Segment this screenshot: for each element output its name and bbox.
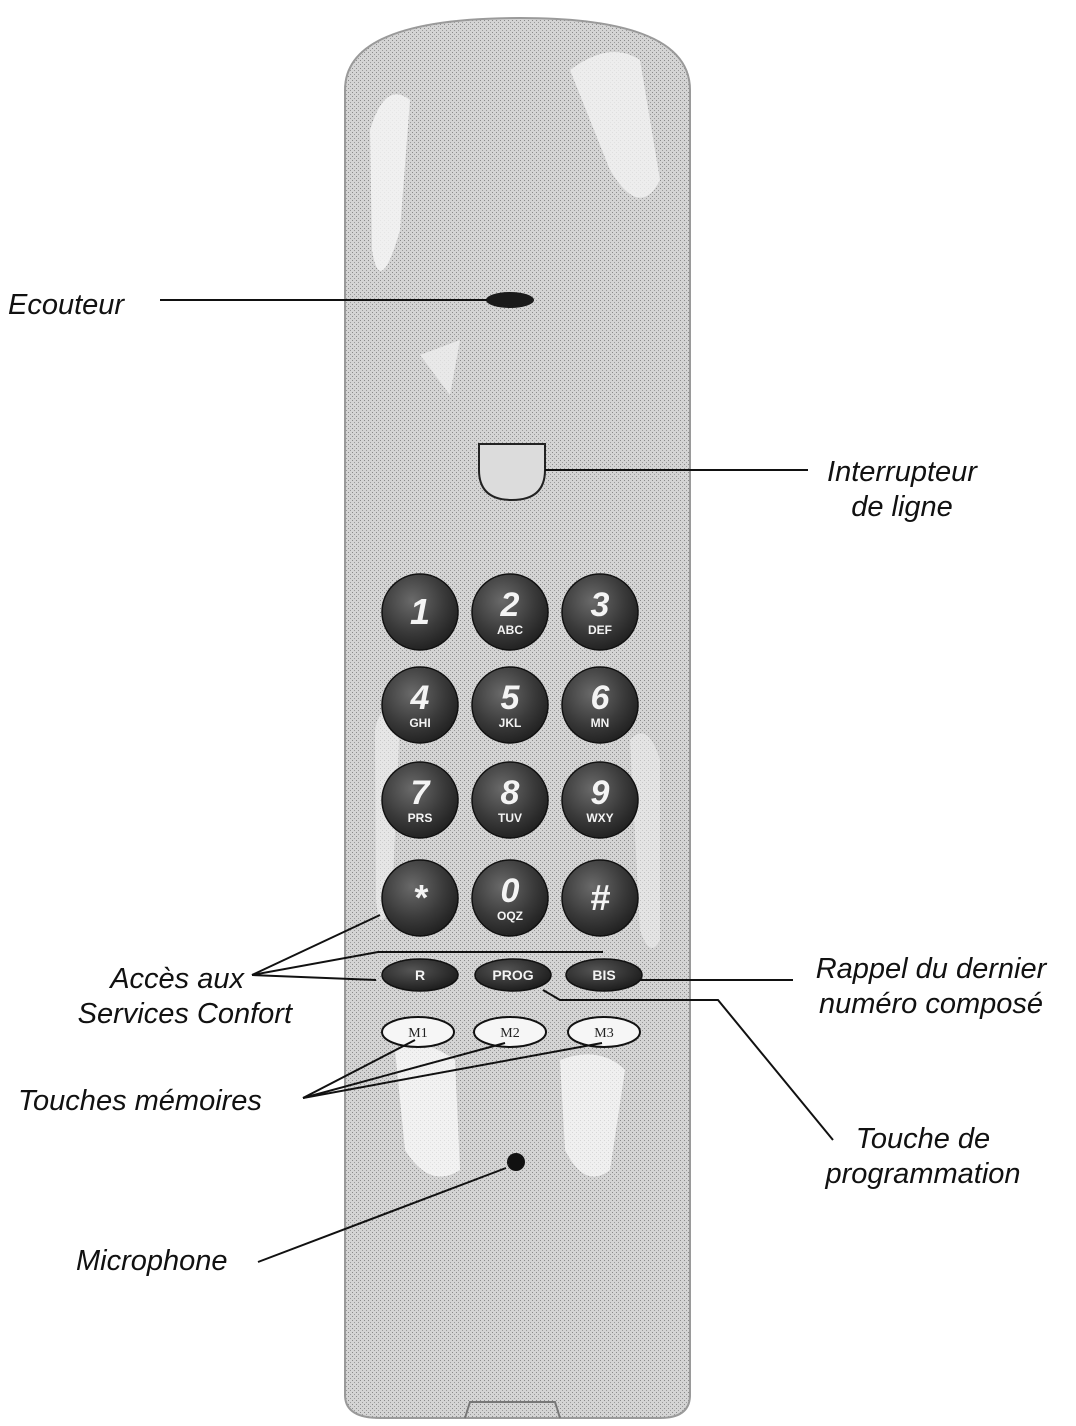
leader-memoires-2 bbox=[302, 1042, 506, 1099]
function-key-cap bbox=[565, 958, 643, 992]
key-1[interactable]: 1 bbox=[381, 573, 459, 651]
microphone bbox=[507, 1153, 525, 1171]
key-letters: TUV bbox=[498, 811, 522, 825]
key-digit: 1 bbox=[410, 591, 430, 632]
key-letters: MN bbox=[591, 716, 610, 730]
key-cap bbox=[381, 573, 459, 651]
leader-memoires-3 bbox=[302, 1042, 603, 1099]
memory-key-label: M3 bbox=[594, 1026, 613, 1041]
label-rappel-line1: Rappel du dernier bbox=[815, 953, 1047, 985]
key-digit: 8 bbox=[501, 774, 520, 812]
leader-microphone bbox=[257, 1167, 507, 1263]
memory-keys: M1 M2 M3 bbox=[381, 1016, 641, 1048]
function-key-prog[interactable]: PROG bbox=[474, 958, 552, 992]
label-interrupteur-line1: Interrupteur bbox=[827, 456, 977, 488]
memory-key-label: M1 bbox=[408, 1026, 427, 1041]
label-ecouteur: Ecouteur bbox=[8, 288, 124, 323]
label-rappel: Rappel du dernier numéro composé bbox=[796, 952, 1066, 1022]
earpiece bbox=[486, 292, 534, 308]
leader-acces-3 bbox=[251, 974, 377, 981]
key-digit: 4 bbox=[410, 679, 430, 717]
key-letters: PRS bbox=[408, 811, 433, 825]
key-digit: * bbox=[413, 877, 429, 918]
key-digit: 3 bbox=[591, 586, 610, 624]
function-key-label: PROG bbox=[492, 967, 533, 983]
memory-key-m1[interactable]: M1 bbox=[381, 1016, 455, 1048]
leader-acces-1 bbox=[251, 914, 381, 976]
key-hash[interactable]: # bbox=[561, 859, 639, 937]
key-digit: 5 bbox=[501, 679, 521, 717]
key-digit: 9 bbox=[591, 774, 610, 812]
memory-key-m2[interactable]: M2 bbox=[473, 1016, 547, 1048]
key-digit: # bbox=[590, 877, 610, 918]
key-cap bbox=[381, 859, 459, 937]
line-switch[interactable] bbox=[478, 443, 546, 502]
label-acces: Accès aux Services Confort bbox=[30, 962, 292, 1032]
leader-prog bbox=[542, 989, 834, 1141]
key-digit: 7 bbox=[411, 774, 432, 812]
key-letters: WXY bbox=[586, 811, 613, 825]
key-cap bbox=[471, 573, 549, 651]
key-digit: 6 bbox=[591, 679, 611, 717]
label-touche-prog-line1: Touche de bbox=[855, 1123, 991, 1155]
key-cap bbox=[561, 573, 639, 651]
key-letters: DEF bbox=[588, 623, 612, 637]
label-ecouteur-text: Ecouteur bbox=[8, 289, 125, 321]
leader-acces-2 bbox=[251, 951, 603, 976]
key-letters: ABC bbox=[497, 623, 523, 637]
key-star[interactable]: * bbox=[381, 859, 459, 937]
label-microphone: Microphone bbox=[76, 1244, 228, 1279]
label-touche-prog-line2: programmation bbox=[825, 1158, 1021, 1190]
key-6[interactable]: 6MN bbox=[561, 666, 639, 744]
function-key-cap bbox=[381, 958, 459, 992]
label-interrupteur: Interrupteur de ligne bbox=[812, 455, 992, 525]
label-acces-line2: Services Confort bbox=[77, 998, 292, 1030]
function-key-label: R bbox=[415, 967, 425, 983]
key-cap bbox=[471, 666, 549, 744]
label-microphone-text: Microphone bbox=[76, 1245, 228, 1277]
leader-lines bbox=[160, 299, 834, 1263]
key-cap bbox=[561, 859, 639, 937]
label-acces-line1: Accès aux bbox=[110, 963, 244, 995]
memory-key-m3[interactable]: M3 bbox=[567, 1016, 641, 1048]
key-cap bbox=[471, 761, 549, 839]
memory-key-cap bbox=[381, 1016, 455, 1048]
function-key-cap bbox=[474, 958, 552, 992]
memory-key-cap bbox=[567, 1016, 641, 1048]
function-key-label: BIS bbox=[592, 967, 615, 983]
key-cap bbox=[561, 666, 639, 744]
key-cap bbox=[381, 761, 459, 839]
key-cap bbox=[471, 859, 549, 937]
key-cap bbox=[381, 666, 459, 744]
label-touches-memoires: Touches mémoires bbox=[18, 1084, 262, 1119]
key-letters: OQZ bbox=[497, 909, 523, 923]
function-key-bis[interactable]: BIS bbox=[565, 958, 643, 992]
function-key-r[interactable]: R bbox=[381, 958, 459, 992]
leader-memoires-1 bbox=[302, 1039, 416, 1099]
function-keys: R PROG BIS bbox=[381, 958, 643, 992]
memory-key-cap bbox=[473, 1016, 547, 1048]
key-digit: 0 bbox=[501, 872, 520, 910]
label-touche-programmation: Touche de programmation bbox=[808, 1122, 1038, 1192]
memory-key-label: M2 bbox=[500, 1026, 519, 1041]
label-interrupteur-line2: de ligne bbox=[851, 491, 953, 523]
key-letters: JKL bbox=[499, 716, 522, 730]
key-cap bbox=[561, 761, 639, 839]
label-touches-memoires-text: Touches mémoires bbox=[18, 1085, 262, 1117]
key-digit: 2 bbox=[500, 586, 520, 624]
key-letters: GHI bbox=[409, 716, 430, 730]
label-rappel-line2: numéro composé bbox=[818, 988, 1044, 1020]
